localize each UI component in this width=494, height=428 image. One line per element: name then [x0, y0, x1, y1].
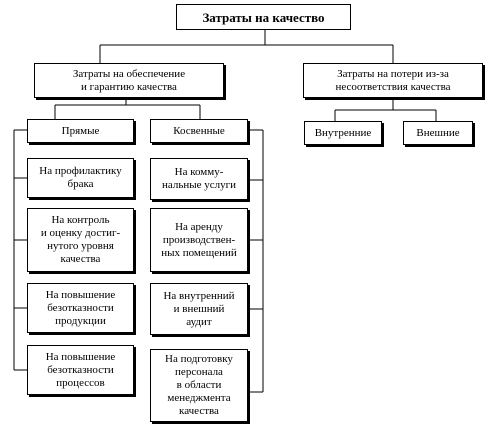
nonconformity-costs-node: Затраты на потери из-за несоответствия к… — [303, 63, 483, 98]
direct-item-quality-control: На контроль и оценку достиг- нутого уров… — [27, 208, 134, 272]
direct-item-product-reliability: На повышение безотказности продукции — [27, 283, 134, 333]
direct-item-process-reliability: На повышение безотказности процессов — [27, 345, 134, 395]
direct-item-defect-prevention: На профилактику брака — [27, 158, 134, 198]
root-node: Затраты на качество — [176, 4, 351, 30]
direct-costs-node: Прямые — [27, 119, 134, 143]
internal-losses-node: Внутренние — [304, 121, 382, 145]
indirect-item-utilities: На комму- нальные услуги — [150, 158, 248, 200]
indirect-item-audit: На внутренний и внешний аудит — [150, 283, 248, 335]
indirect-item-personnel-training: На подготовку персонала в области менедж… — [150, 349, 248, 422]
indirect-costs-node: Косвенные — [150, 119, 248, 143]
assurance-costs-node: Затраты на обеспечение и гарантию качест… — [34, 63, 224, 98]
external-losses-node: Внешние — [403, 121, 473, 145]
indirect-item-premises-rent: На аренду производствен- ных помещений — [150, 208, 248, 272]
